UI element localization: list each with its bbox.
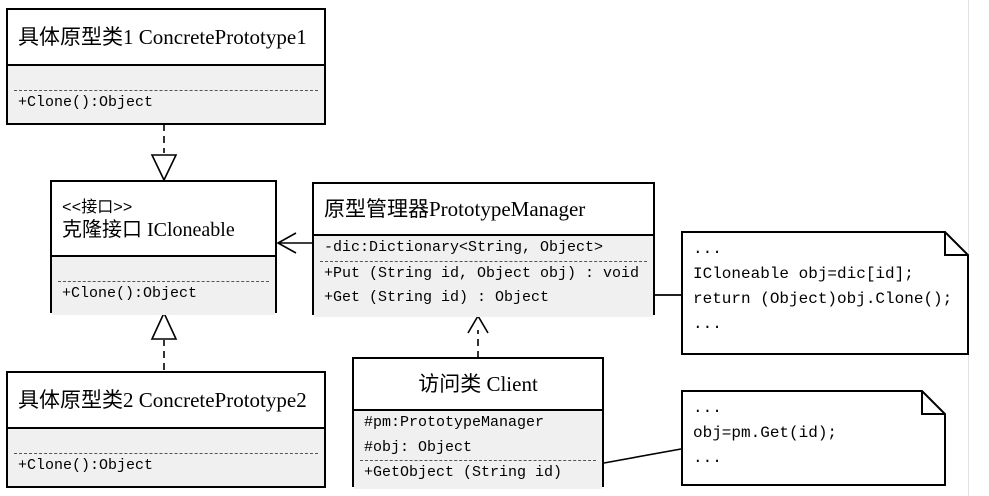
realization-concrete1-to-icloneable: [150, 124, 178, 182]
class-name-prototype-manager: 原型管理器PrototypeManager: [324, 196, 586, 221]
note-client-get-line-3: ...: [693, 449, 722, 467]
class-name-concrete-prototype-2: 具体原型类2 ConcretePrototype2: [18, 387, 307, 412]
class-title-concrete-prototype-2: 具体原型类2 ConcretePrototype2: [8, 373, 324, 427]
operation-icloneable-clone: +Clone():Object: [62, 285, 198, 302]
class-box-concrete-prototype-1[interactable]: 具体原型类1 ConcretePrototype1 +Clone():Objec…: [6, 8, 326, 125]
attribute-client-obj: #obj: Object: [364, 438, 473, 456]
attribute-client-pm: #pm:PrototypeManager: [364, 414, 545, 431]
attributes-compartment-concrete-prototype-1: [8, 66, 324, 90]
note-manager-get-line-2: ICloneable obj=dic[id];: [693, 265, 914, 283]
note-shape: [681, 390, 946, 486]
note-client-get-line-2: obj=pm.Get(id);: [693, 424, 838, 442]
class-body-icloneable: +Clone():Object: [52, 255, 275, 315]
operation-concrete-prototype-2-clone: +Clone():Object: [18, 457, 154, 474]
right-guide-line: [968, 0, 969, 496]
stereotype-label-icloneable: <<接口>>: [62, 198, 133, 217]
class-name-icloneable: 克隆接口 ICloneable: [62, 219, 235, 242]
class-name-client: 访问类 Client: [418, 371, 538, 396]
class-body-concrete-prototype-2: +Clone():Object: [8, 427, 324, 486]
class-title-icloneable: <<接口>> 克隆接口 ICloneable: [52, 182, 275, 255]
note-client-get-line-1: ...: [693, 399, 722, 417]
class-body-concrete-prototype-1: +Clone():Object: [8, 64, 324, 123]
note-manager-get-line-3: return (Object)obj.Clone();: [693, 290, 953, 308]
compartment-separator: [58, 281, 269, 282]
note-manager-get-line-1: ...: [693, 240, 722, 258]
class-body-prototype-manager: -dic:Dictionary<String, Object> +Put (St…: [314, 234, 653, 317]
attribute-prototype-manager-dic: -dic:Dictionary<String, Object>: [324, 239, 604, 256]
attributes-compartment-icloneable: [52, 257, 275, 281]
note-manager-get[interactable]: ... ICloneable obj=dic[id]; return (Obje…: [681, 231, 969, 355]
note-shape: [681, 231, 969, 355]
association-manager-to-icloneable: [276, 232, 312, 254]
operation-concrete-prototype-1-clone: +Clone():Object: [18, 94, 154, 111]
note-manager-get-line-4: ...: [693, 315, 722, 333]
compartment-separator: [14, 453, 318, 454]
class-title-concrete-prototype-1: 具体原型类1 ConcretePrototype1: [8, 10, 324, 64]
realization-concrete2-to-icloneable: [150, 311, 178, 370]
class-body-client: #pm:PrototypeManager #obj: Object +GetOb…: [354, 409, 602, 489]
compartment-separator: [14, 90, 318, 91]
attributes-compartment-concrete-prototype-2: [8, 429, 324, 453]
class-title-client: 访问类 Client: [354, 359, 602, 409]
anchor-client-to-note: [603, 448, 682, 464]
operation-client-getobject: +GetObject (String id): [364, 464, 563, 481]
note-client-get[interactable]: ... obj=pm.Get(id); ...: [681, 390, 946, 486]
class-box-icloneable[interactable]: <<接口>> 克隆接口 ICloneable +Clone():Object: [50, 180, 277, 315]
operation-prototype-manager-get: +Get (String id) : Object: [324, 289, 550, 306]
operation-prototype-manager-put: +Put (String id, Object obj) : void: [324, 264, 640, 282]
class-box-prototype-manager[interactable]: 原型管理器PrototypeManager -dic:Dictionary<St…: [312, 182, 655, 317]
compartment-separator: [320, 260, 647, 262]
dependency-client-to-manager: [467, 314, 489, 358]
class-name-concrete-prototype-1: 具体原型类1 ConcretePrototype1: [18, 24, 307, 49]
class-title-prototype-manager: 原型管理器PrototypeManager: [314, 184, 653, 234]
class-box-client[interactable]: 访问类 Client #pm:PrototypeManager #obj: Ob…: [352, 357, 604, 489]
class-box-concrete-prototype-2[interactable]: 具体原型类2 ConcretePrototype2 +Clone():Objec…: [6, 371, 326, 488]
compartment-separator: [360, 460, 596, 461]
